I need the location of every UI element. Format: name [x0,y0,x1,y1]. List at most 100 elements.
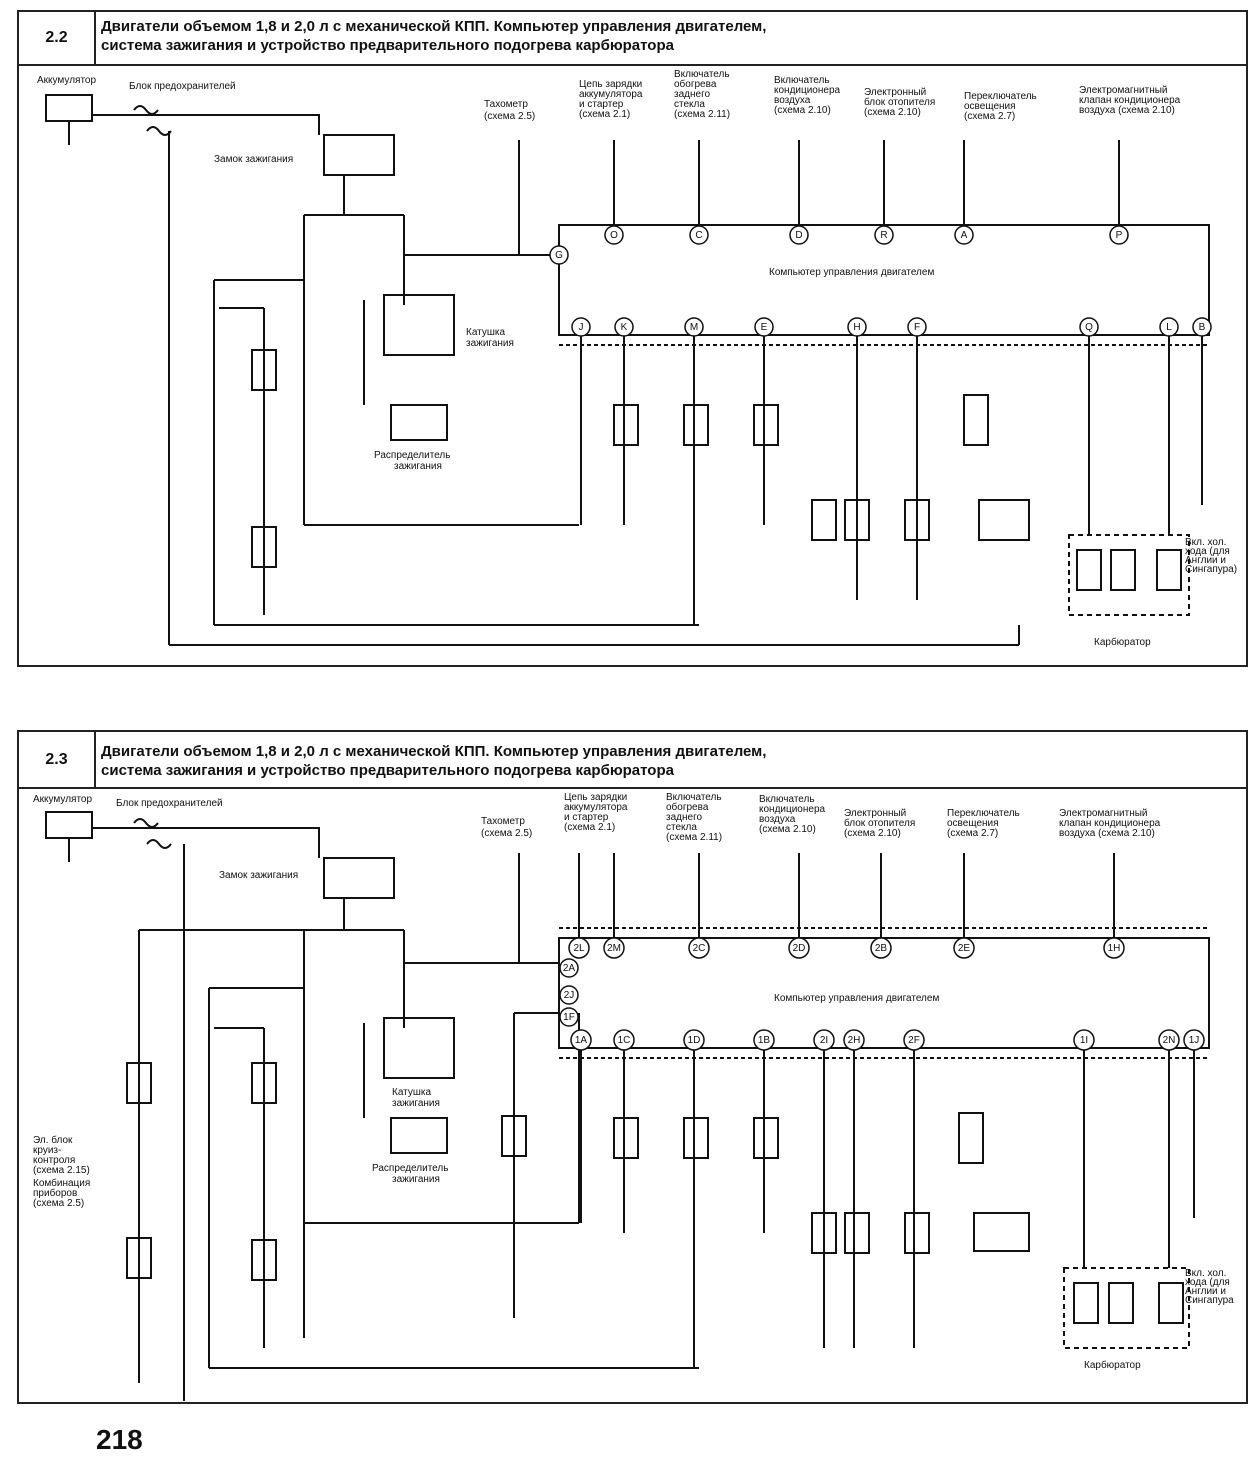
ac-switch-label-2: кондиционера [759,804,826,815]
ecu-pin-2a [559,958,579,978]
defog-label-2: обогрева [666,801,709,813]
idle-switch-icon [1158,1282,1184,1324]
ecu-pin-2l [568,937,590,959]
ac-switch-label-2: кондиционера [774,85,841,96]
battery-icon [45,94,93,122]
light-switch-label-2: освещения [947,818,999,829]
carburetor-outline [1068,534,1190,616]
ecu-pin-2h [843,1029,865,1051]
diagram-panel-2-3: 2.3 Двигатели объемом 1,8 и 2,0 л с меха… [17,730,1248,1404]
ecu-pin-1j [1183,1029,1205,1051]
pin-label-1d: 1D [688,1035,701,1046]
pin-label-m: M [690,322,698,333]
scheme-title: Двигатели объемом 1,8 и 2,0 л с механиче… [101,743,767,779]
pin-label-2m: 2M [607,943,621,954]
distributor-icon [390,1117,448,1154]
ignition-switch-icon [323,857,395,899]
instrument-label-1: Комбинация [33,1177,90,1189]
pin-label-g: G [555,250,563,261]
heater-b04-icon [251,1062,277,1104]
ecu-pin-1h [1103,937,1125,959]
ecu-label: Компьютер управления двигателем [774,993,939,1004]
wiring-diagram-2-2: G O C D R A P J K M E H F Q L B Аккумуля… [37,69,1237,648]
fuse-80a-icon [133,818,159,828]
pin-label-b: B [1199,322,1206,333]
ecu-pin-h [847,317,867,337]
ecu-pin-k [614,317,634,337]
pin-label-2j: 2J [564,990,575,1001]
ecu-pin-1d [683,1029,705,1051]
carb-valve-icon [1110,549,1136,591]
pin-label-1a: 1A [575,1035,588,1046]
ignition-switch-icon [323,134,395,176]
pin-label-2l: 2L [573,943,585,954]
diagram-panel-2-2: 2.2 Двигатели объемом 1,8 и 2,0 л с меха… [17,10,1248,667]
battery-icon [45,811,93,839]
pin-label-1i: 1I [1080,1035,1088,1046]
idle-switch-label-4: Сингапура [1185,1295,1234,1306]
instrument-label-3: (схема 2.5) [33,1198,84,1209]
light-switch-label-1: Переключатель [947,808,1020,819]
defog-label-4: стекла [666,822,697,833]
cruise-label-2: круиз- [33,1145,61,1156]
fuse-30a-icon [146,126,172,136]
pin-label-2n: 2N [1163,1035,1176,1046]
carburetor-label: Карбюратор [1094,636,1151,648]
pin-label-f: F [914,322,920,333]
ecu-pin-2i [813,1029,835,1051]
battery-label: Аккумулятор [37,75,96,86]
idle-switch-label-3: Англии и [1185,1286,1226,1297]
charging-label-4: (схема 2.1) [579,109,630,120]
carburetor-label: Карбюратор [1084,1359,1141,1371]
fuse-80a-icon [133,105,159,115]
coil-label-2: зажигания [392,1098,440,1109]
ecu-pin-1c [613,1029,635,1051]
relay-b08-icon [753,1117,779,1159]
pin-label-2b: 2B [875,943,888,954]
coil-label-1: Катушка [466,327,505,338]
pin-label-1b: 1B [758,1035,771,1046]
ecu-pin-q [1079,317,1099,337]
ecu-pin-d [789,225,809,245]
ecu-pin-2c [688,937,710,959]
coil-label-2: зажигания [466,338,514,349]
switch-b05-icon [251,526,277,568]
resistor-b13-icon [963,394,989,446]
ecu-pin-e [754,317,774,337]
instrument-label-2: приборов [33,1187,77,1199]
charging-label-2: аккумулятора [579,89,643,100]
light-switch-label-3: (схема 2.7) [964,111,1015,122]
charging-label-2: аккумулятора [564,802,628,813]
ac-switch-label-1: Включатель [759,794,815,805]
relay-b12-icon [978,499,1030,541]
switch-b11-icon [904,499,930,541]
scheme-title: Двигатели объемом 1,8 и 2,0 л с механиче… [101,18,767,54]
charging-label-3: и стартер [564,812,609,823]
defog-label-3: заднего [674,89,710,100]
cruise-label-1: Эл. блок [33,1134,73,1146]
switch-b09-icon [811,499,837,541]
ecu-pin-a [954,225,974,245]
ecu-pin-1b [753,1029,775,1051]
ac-switch-label-3: воздуха [759,814,796,825]
wiring-diagram-2-3: 2L 2M 2C 2D 2B 2E 1H 2A 2J 1F 1A 1C 1D 1… [33,792,1234,1401]
switch-b10-icon [844,499,870,541]
ecu-pin-f [907,317,927,337]
fuse-30a-icon [146,839,172,849]
carb-heater-icon [1073,1282,1099,1324]
ecu-pin-1f [559,1007,579,1027]
pin-label-r: R [880,230,887,241]
ecu-pin-2j [559,985,579,1005]
distributor-label-1: Распределитель [374,450,450,461]
ac-valve-label-3: воздуха (схема 2.10) [1079,105,1175,116]
defog-label-5: (схема 2.11) [666,832,722,843]
ecu-pin-g [549,245,569,265]
pin-label-d: D [795,230,802,241]
tachometer-ref: (схема 2.5) [484,111,535,122]
pin-label-e: E [761,322,768,333]
heater-unit-label-3: (схема 2.10) [864,107,921,118]
pin-label-p: P [1116,230,1123,241]
ac-switch-label-1: Включатель [774,75,830,86]
pin-label-2h: 2H [848,1035,861,1046]
fuse-block-label: Блок предохранителей [116,798,223,809]
